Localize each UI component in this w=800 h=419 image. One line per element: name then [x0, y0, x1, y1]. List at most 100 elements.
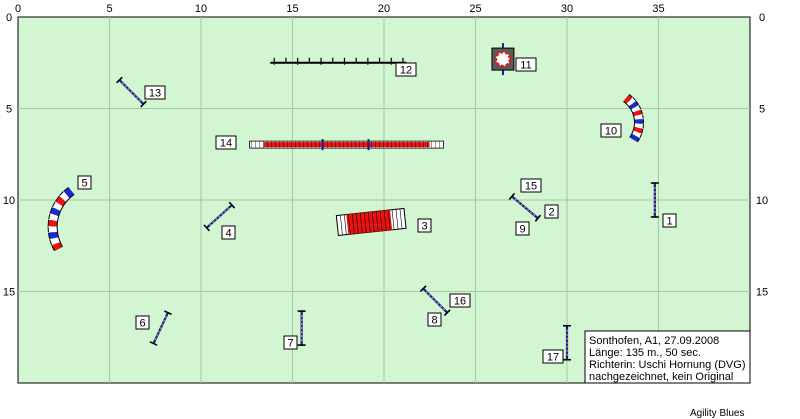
number-12: 12 [395, 62, 417, 77]
number-box [135, 315, 150, 330]
number-box [395, 62, 417, 77]
tunnel-rib [359, 213, 363, 233]
tunnel-segment [630, 133, 640, 142]
tunnel-segment [50, 207, 61, 216]
number-9: 9 [515, 221, 530, 236]
hurdle-6 [149, 310, 172, 346]
grid-lines [18, 17, 750, 383]
hurdle-8-16 [419, 285, 451, 317]
info-line-1: Sonthofen, A1, 27.09.2008 [589, 335, 719, 347]
number-box [515, 221, 530, 236]
tunnel-rib [379, 210, 383, 231]
tunnel-segment [50, 236, 60, 245]
hurdle-wing-left [419, 285, 427, 293]
number-label: 15 [525, 181, 537, 193]
x-tick-label: 0 [15, 3, 21, 15]
weave-12 [270, 57, 407, 65]
hurdle-wing-right [140, 100, 147, 108]
tunnel-rib [399, 208, 403, 229]
number-5: 5 [77, 175, 92, 190]
course-info-box: Sonthofen, A1, 27.09.2008 Länge: 135 m.,… [584, 330, 751, 384]
tunnel-curved-5 [47, 187, 75, 252]
tunnel-segment [55, 196, 66, 207]
hurdle-wing-left [116, 76, 123, 84]
number-8: 8 [427, 312, 442, 327]
hurdle-7 [297, 310, 306, 346]
hurdle-pole-stripes [425, 291, 445, 311]
hurdle-13 [116, 76, 147, 108]
number-box [600, 123, 622, 138]
y-tick-label-left: 0 [6, 12, 12, 24]
x-tick-label: 25 [469, 3, 481, 15]
hurdle-wing-right [534, 214, 542, 222]
number-2: 2 [544, 204, 559, 219]
x-tick-label: 20 [378, 3, 390, 15]
number-box [544, 204, 559, 219]
number-label: 3 [421, 221, 427, 233]
hurdle-wing-right [163, 310, 172, 316]
tunnel-rib [355, 213, 359, 234]
number-box [283, 335, 298, 350]
number-box [144, 85, 166, 100]
number-box [520, 178, 542, 193]
info-line-2: Länge: 135 m., 50 sec. [589, 347, 701, 359]
hurdle-17 [563, 324, 571, 361]
tunnel-rib [395, 209, 399, 230]
number-1: 1 [662, 213, 677, 228]
number-label: 11 [520, 60, 531, 72]
number-label: 16 [454, 296, 466, 308]
number-box [427, 312, 442, 327]
number-7: 7 [283, 335, 298, 350]
hurdle-pole-stripes [154, 316, 167, 341]
tunnel-rib [363, 212, 367, 233]
number-box [542, 349, 564, 364]
number-box [662, 213, 677, 228]
tunnel-curved-10 [623, 94, 645, 143]
x-tick-label: 15 [286, 3, 298, 15]
tunnel-segment [59, 191, 70, 202]
credit-text: Agility Blues [690, 408, 744, 419]
number-15: 15 [520, 178, 542, 193]
y-tick-label-right: 10 [756, 195, 768, 207]
number-label: 5 [81, 178, 87, 190]
number-label: 7 [287, 338, 293, 350]
tunnel-segment [631, 105, 641, 113]
y-tick-label-right: 5 [759, 104, 765, 116]
hurdle-wing-left [203, 224, 210, 232]
x-tick-label: 35 [652, 3, 664, 15]
number-11: 11 [515, 57, 537, 72]
number-box [515, 57, 537, 72]
number-label: 6 [139, 318, 145, 330]
tunnel-rib [383, 210, 387, 231]
tunnel-rib [375, 211, 379, 232]
hurdle-1 [650, 182, 659, 218]
hurdle-wing-right [228, 201, 236, 209]
number-box [221, 225, 236, 240]
hurdle-wing-left [149, 341, 158, 346]
hurdle-pole-stripes [121, 82, 142, 102]
y-tick-label-left: 15 [3, 287, 15, 299]
tunnel-rib [371, 211, 375, 232]
hurdle-pole-stripes [514, 198, 536, 217]
tunnel-segment [64, 187, 74, 198]
number-label: 17 [547, 352, 559, 364]
tire-11 [491, 43, 515, 76]
number-10: 10 [600, 123, 622, 138]
info-line-4: nachgezeichnet, kein Original [589, 371, 733, 383]
number-box [215, 135, 237, 150]
dogwalk-red-section [263, 142, 430, 148]
tunnel-segment [48, 231, 58, 239]
number-label: 12 [400, 65, 412, 77]
tunnel-rib [343, 214, 347, 235]
number-label: 8 [431, 315, 437, 327]
tunnel-segment [632, 130, 642, 138]
tunnel-rib [347, 214, 351, 235]
obstacles-layer [47, 43, 659, 361]
number-17: 17 [542, 349, 564, 364]
hurdle-2-9-15 [508, 192, 542, 222]
number-4: 4 [221, 225, 236, 240]
number-16: 16 [449, 293, 471, 308]
tunnel-segment [52, 201, 63, 211]
